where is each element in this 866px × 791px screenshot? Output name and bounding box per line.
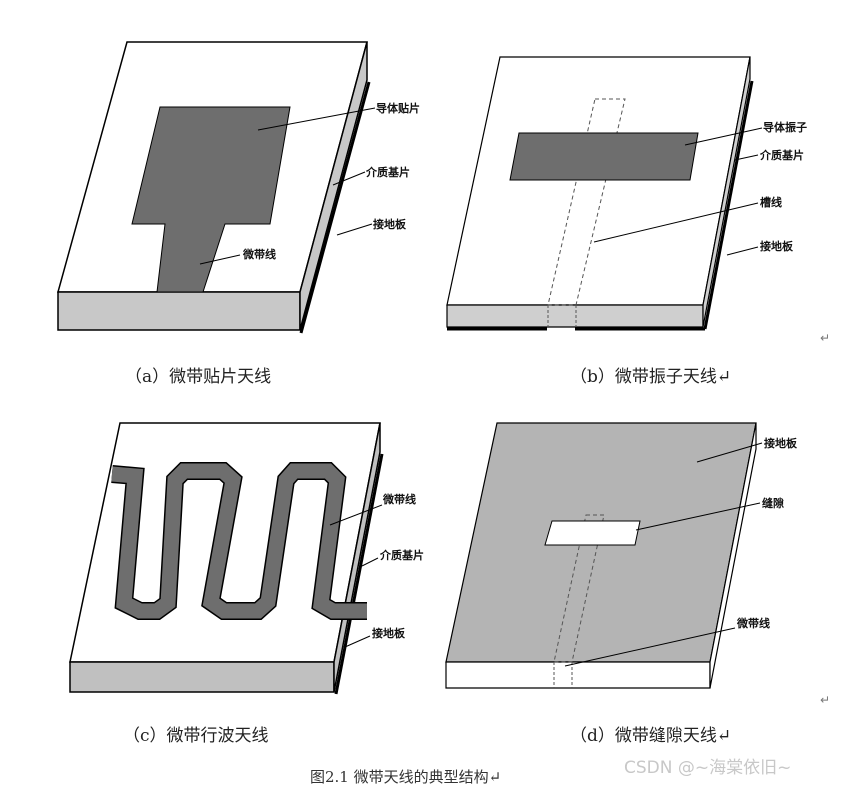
panel-c-substrate-side xyxy=(333,422,381,693)
panel-b-return-mark: ↵ xyxy=(820,331,830,345)
panel-a-label-feed: 微带线 xyxy=(242,247,276,261)
panel-d-leader-ground xyxy=(696,442,763,463)
panel-b-label-dipole: 导体振子 xyxy=(763,120,807,134)
panel-d-return-mark: ↵ xyxy=(820,693,830,707)
panel-a-conductor-patch xyxy=(131,106,291,293)
panel-a-leader-patch xyxy=(257,107,376,131)
panel-b-leader-substrate xyxy=(734,154,759,161)
csdn-watermark: CSDN @~海棠依旧~ xyxy=(624,758,791,778)
panel-a-leader-substrate xyxy=(332,171,366,186)
panel-a-ground-edge xyxy=(299,81,371,334)
panel-c-label-substrate: 介质基片 xyxy=(379,548,424,562)
panel-d-caption: （d）微带缝隙天线↵ xyxy=(570,726,731,746)
panel-a-label-patch: 导体贴片 xyxy=(376,101,420,115)
panel-a-label-substrate: 介质基片 xyxy=(365,165,410,179)
panel-d-label-feed: 微带线 xyxy=(736,616,770,630)
panel-d-substrate-side xyxy=(709,422,757,689)
panel-c-substrate-front xyxy=(69,661,335,693)
panel-d-leader-feed xyxy=(564,627,736,667)
panel-b-substrate-front xyxy=(446,304,704,328)
panel-b-leader-ground xyxy=(726,246,759,256)
panel-b-caption: （b）微带振子天线↵ xyxy=(570,367,731,387)
panel-b-label-substrate: 介质基片 xyxy=(759,148,804,162)
panel-a-label-ground: 接地板 xyxy=(373,217,407,231)
panel-b-leader-dipole xyxy=(684,127,763,146)
panel-b-substrate-side xyxy=(702,56,751,328)
panel-b-ground-edge-side xyxy=(703,80,754,330)
panel-a-substrate-side xyxy=(299,41,368,331)
panel-b-dipole-antenna: 导体振子 介质基片 槽线 接地板 ↵ （b）微带振子天线↵ xyxy=(446,56,830,387)
panel-c-leader-line xyxy=(329,504,383,526)
panel-a-caption: （a）微带贴片天线 xyxy=(125,367,271,387)
panel-c-label-line: 微带线 xyxy=(382,492,416,506)
panel-b-substrate-top xyxy=(446,56,751,306)
panel-d-leader-slot xyxy=(635,502,761,531)
panel-d-slot-antenna: 接地板 缝隙 微带线 ↵ （d）微带缝隙天线↵ xyxy=(445,422,830,746)
panel-b-label-slot: 槽线 xyxy=(760,195,782,209)
panel-c-meander-fill xyxy=(111,463,367,619)
panel-a-substrate-front xyxy=(57,291,301,331)
panel-b-label-ground: 接地板 xyxy=(760,239,794,253)
panel-b-conductor-dipole xyxy=(509,132,699,181)
panel-c-leader-substrate xyxy=(361,557,379,567)
panel-a-leader-ground xyxy=(336,223,373,236)
panel-c-caption: （c）微带行波天线 xyxy=(123,726,269,746)
figure-caption: 图2.1 微带天线的典型结构↵ xyxy=(310,768,501,786)
panel-c-ground-edge xyxy=(334,453,384,695)
panel-a-patch-antenna: 导体贴片 介质基片 接地板 微带线 （a）微带贴片天线 xyxy=(57,41,420,387)
panel-c-travelling-wave-antenna: 微带线 介质基片 接地板 （c）微带行波天线 xyxy=(69,422,424,746)
panel-d-slot-aperture xyxy=(544,520,641,546)
panel-d-label-ground: 接地板 xyxy=(764,436,798,450)
panel-d-substrate-front xyxy=(445,661,711,689)
panel-c-leader-ground xyxy=(344,635,371,648)
panel-c-label-ground: 接地板 xyxy=(372,626,406,640)
panel-d-label-slot: 缝隙 xyxy=(762,496,784,510)
panel-b-leader-slot xyxy=(593,202,759,243)
panel-a-leader-feed xyxy=(199,254,241,265)
